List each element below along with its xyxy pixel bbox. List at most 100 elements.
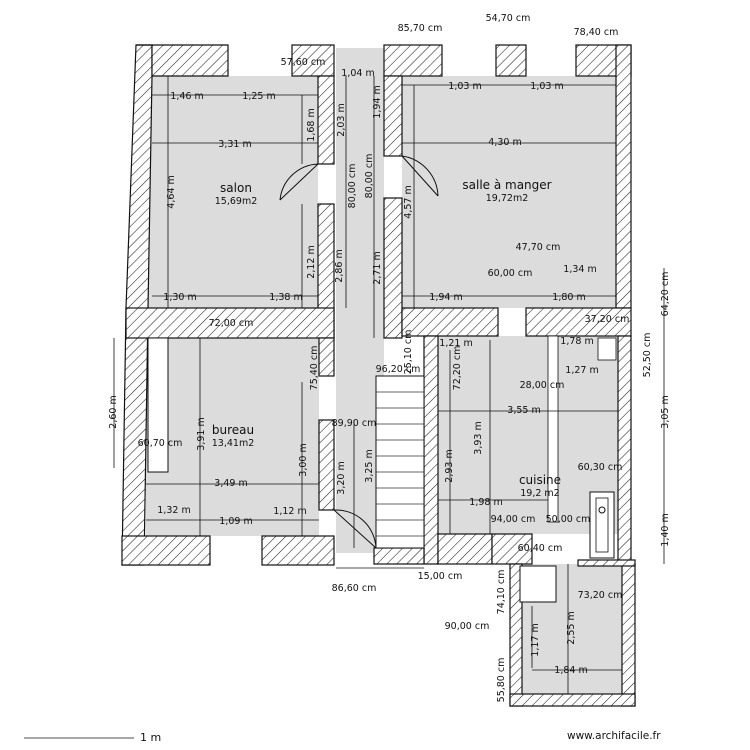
dim-label: 3,25 m	[364, 449, 375, 482]
room-labels: salon 15,69m2 salle à manger 19,72m2 bur…	[212, 178, 561, 499]
bureau-floor	[146, 338, 319, 536]
dim-label: 57,60 cm	[281, 57, 326, 68]
dim-label: 50,00 cm	[546, 514, 591, 525]
wall-top-salle	[383, 44, 443, 77]
bureau-cupboard	[147, 337, 169, 473]
wall-top-salon-2	[291, 44, 335, 77]
wall-top-salle-2	[495, 44, 527, 77]
annex-block	[519, 565, 557, 603]
room-salle-name: salle à manger	[462, 178, 551, 192]
dim-label: 1,21 m	[439, 338, 472, 349]
dim-label: 15,00 cm	[418, 571, 463, 582]
dim-label: 2,86 m	[334, 249, 345, 282]
dim-label: 1,78 m	[560, 336, 593, 347]
room-salle-area: 19,72m2	[486, 193, 529, 204]
dim-label: 2,60 m	[108, 395, 119, 428]
salon-floor	[148, 76, 318, 308]
dim-label: 1,94 m	[429, 292, 462, 303]
wall-right-cuisine	[617, 335, 632, 565]
dim-label: 60,00 cm	[488, 268, 533, 279]
door-salle	[401, 155, 439, 197]
cuisine-appliance-inner	[595, 497, 609, 553]
wall-bureau-corridor	[318, 337, 335, 377]
dim-label: 2,55 m	[566, 611, 577, 644]
cuisine-niche	[597, 337, 617, 361]
dim-label: 96,20 cm	[376, 364, 421, 375]
dim-label: 1,03 m	[530, 81, 563, 92]
dim-label: 85,70 cm	[398, 23, 443, 34]
dim-label: 4,30 m	[488, 137, 521, 148]
cuisine-counter	[547, 335, 559, 523]
wall-annex-top	[577, 559, 636, 567]
cuisine-floor	[438, 336, 618, 534]
dim-label: 1,09 m	[219, 516, 252, 527]
dim-label: 1,38 m	[269, 292, 302, 303]
dim-label: 86,60 cm	[332, 583, 377, 594]
dim-label: 80,00 cm	[347, 164, 358, 209]
dim-label: 3,93 m	[473, 421, 484, 454]
wall-annex-right	[621, 563, 636, 707]
dim-label: 25,10 cm	[403, 330, 414, 375]
cuisine-appliance-knob	[598, 506, 606, 514]
dim-label: 3,00 m	[298, 443, 309, 476]
dim-label: 2,93 m	[444, 449, 455, 482]
dim-label: 1,27 m	[565, 365, 598, 376]
wall-top-salon	[136, 44, 229, 77]
dim-label: 3,31 m	[218, 139, 251, 150]
wall-bottom-stairs	[373, 547, 425, 565]
dim-label: 3,20 m	[336, 461, 347, 494]
room-cuisine-name: cuisine	[519, 473, 561, 487]
brand-link[interactable]: www.archifacile.fr	[567, 730, 661, 742]
dim-label: 55,80 cm	[496, 658, 507, 703]
stairs	[375, 375, 425, 549]
dim-label: 2,71 m	[372, 251, 383, 284]
wall-salon-bureau	[125, 307, 335, 339]
dim-label: 37,20 cm	[585, 314, 630, 325]
dim-label: 3,49 m	[214, 478, 247, 489]
dimension-labels: 85,70 cm 54,70 cm 78,40 cm 57,60 cm 1,04…	[108, 13, 671, 702]
wall-corridor-salle-2	[383, 197, 403, 339]
door-salon	[279, 163, 319, 201]
dim-label: 78,40 cm	[574, 27, 619, 38]
dim-label: 1,32 m	[157, 505, 190, 516]
room-bureau-area: 13,41m2	[212, 438, 255, 449]
room-salon-area: 15,69m2	[215, 196, 258, 207]
dim-label: 1,12 m	[273, 506, 306, 517]
dim-label: 1,40 m	[660, 513, 671, 546]
dim-label: 1,98 m	[469, 497, 502, 508]
dim-label: 1,04 m	[341, 68, 374, 79]
wall-bottom-bureau-2	[261, 535, 335, 566]
dim-label: 3,55 m	[507, 405, 540, 416]
dim-label: 1,30 m	[163, 292, 196, 303]
wall-right-salle	[615, 44, 632, 309]
wall-annex-bottom	[509, 693, 636, 707]
dim-label: 1,68 m	[306, 108, 317, 141]
dim-label: 75,40 cm	[309, 346, 320, 391]
dim-label: 2,12 m	[306, 245, 317, 278]
dim-label: 1,94 m	[372, 85, 383, 118]
wall-corridor-salle	[383, 75, 403, 157]
dim-label: 74,10 cm	[496, 570, 507, 615]
dimension-lines	[24, 76, 665, 739]
dim-label: 3,91 m	[196, 417, 207, 450]
dim-label: 1,34 m	[563, 264, 596, 275]
dim-label: 1,25 m	[242, 91, 275, 102]
dim-label: 72,00 cm	[209, 318, 254, 329]
wall-cuisine-annex	[491, 533, 533, 565]
dim-label: 1,03 m	[448, 81, 481, 92]
dim-label: 89,90 cm	[332, 418, 377, 429]
wall-salle-bottom	[401, 307, 499, 337]
fixtures	[147, 335, 617, 603]
dim-label: 60,40 cm	[518, 543, 563, 554]
wall-bottom-cuisine	[437, 533, 493, 565]
dim-label: 3,05 m	[660, 395, 671, 428]
dim-label: 72,20 cm	[452, 346, 463, 391]
wall-salon-corridor	[317, 75, 335, 165]
dim-label: 1,84 m	[554, 665, 587, 676]
wall-salle-bottom-2	[525, 307, 632, 337]
dim-label: 90,00 cm	[445, 621, 490, 632]
dim-label: 1,17 m	[530, 623, 541, 656]
wall-bureau-corridor-2	[318, 419, 335, 511]
dim-label: 52,50 cm	[642, 333, 653, 378]
